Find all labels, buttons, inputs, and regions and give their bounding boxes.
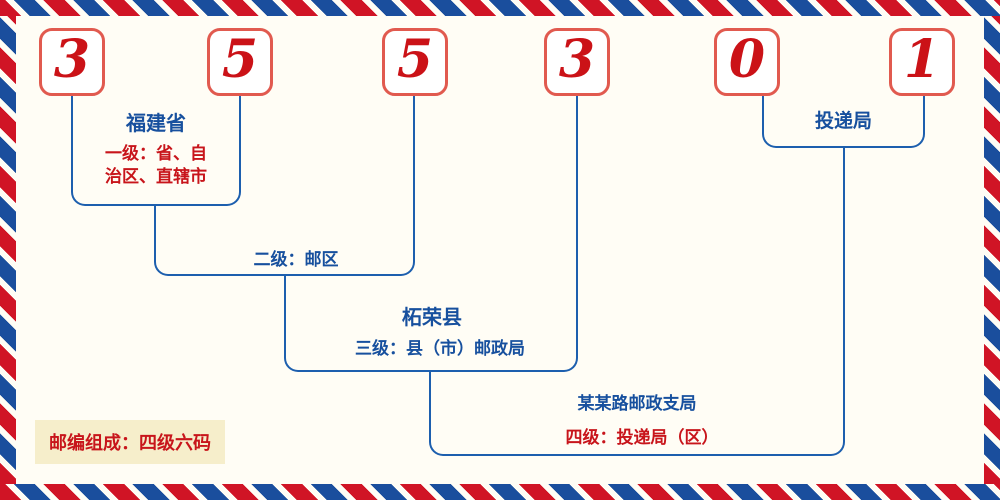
level1-region-label: 福建省: [126, 113, 186, 135]
level3-desc-label: 三级：县（市）邮政局: [355, 339, 525, 358]
digit-6: 1: [903, 29, 941, 90]
digit-5: 0: [728, 29, 766, 90]
level1-bracket-line: [71, 96, 241, 206]
delivery-bracket-line: [762, 96, 925, 148]
digit-4: 3: [558, 29, 596, 90]
digit-box-6: 1: [889, 28, 955, 96]
level1-desc-line2: 治区、直辖市: [105, 167, 207, 186]
level4-desc-label: 四级：投递局（区）: [565, 428, 719, 447]
digit-box-5: 0: [714, 28, 780, 96]
level3-connector-left: [284, 276, 430, 372]
digit-box-3: 5: [382, 28, 448, 96]
level2-connector-right: [285, 96, 415, 276]
digit-3: 5: [396, 29, 434, 90]
digit-1: 3: [53, 29, 91, 90]
digit-2: 5: [221, 29, 259, 90]
level1-desc-line1: 一级：省、自: [105, 144, 207, 163]
level2-desc-label: 二级：邮区: [253, 250, 339, 269]
digit-box-1: 3: [39, 28, 105, 96]
level2-connector-left: [154, 206, 285, 276]
composition-badge: 邮编组成：四级六码: [35, 420, 225, 464]
airmail-border-right: [984, 16, 1000, 484]
digit-box-4: 3: [544, 28, 610, 96]
level4-office-label: 某某路邮政支局: [577, 394, 697, 413]
level3-region-label: 柘荣县: [402, 307, 462, 329]
airmail-border-left: [0, 16, 16, 484]
digit-box-2: 5: [207, 28, 273, 96]
level3-connector-right: [430, 96, 578, 372]
level4-connector-left: [429, 372, 640, 456]
delivery-office-label: 投递局: [814, 111, 872, 132]
airmail-border-bottom: [0, 484, 1000, 500]
airmail-border-top: [0, 0, 1000, 16]
level4-connector-right: [640, 147, 845, 456]
